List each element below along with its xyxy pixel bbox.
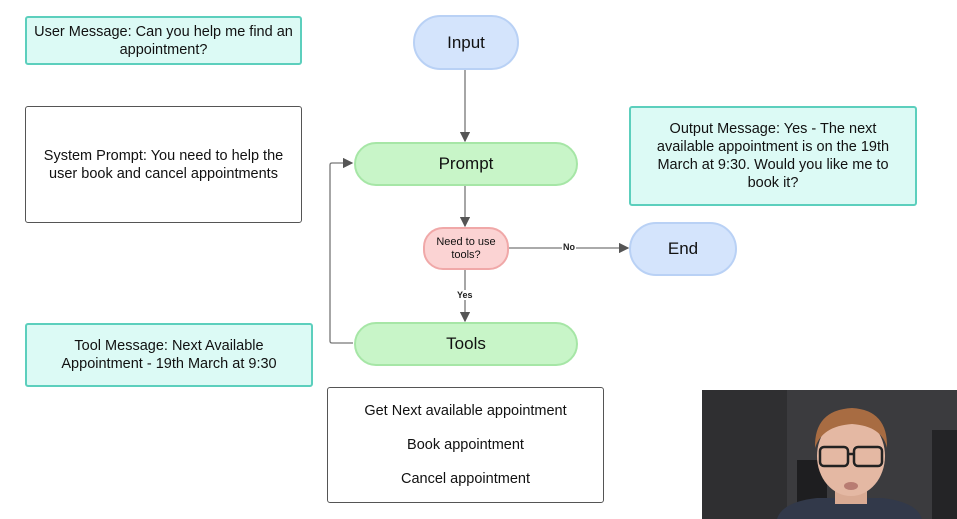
tool-item-get-next: Get Next available appointment xyxy=(364,403,567,419)
tool-item-book: Book appointment xyxy=(407,437,524,453)
output-message-text: Output Message: Yes - The next available… xyxy=(656,121,890,191)
input-node-label: Input xyxy=(447,32,485,52)
system-prompt-text: System Prompt: You need to help the user… xyxy=(43,147,284,182)
user-message-box: User Message: Can you help me find an ap… xyxy=(25,16,302,65)
tool-item-cancel: Cancel appointment xyxy=(401,471,530,487)
output-message-box: Output Message: Yes - The next available… xyxy=(629,106,917,206)
end-node: End xyxy=(629,222,737,276)
edge-tools-to-prompt xyxy=(329,157,354,344)
tools-node-label: Tools xyxy=(446,334,486,353)
yes-edge-label: Yes xyxy=(456,290,474,300)
tools-node: Tools xyxy=(354,322,578,366)
decision-node-label: Need to use tools? xyxy=(436,235,496,261)
system-prompt-box: System Prompt: You need to help the user… xyxy=(25,106,302,223)
webcam-overlay xyxy=(702,390,957,519)
prompt-node: Prompt xyxy=(354,142,578,186)
end-node-label: End xyxy=(667,239,699,258)
input-node: Input xyxy=(413,15,519,70)
no-edge-label: No xyxy=(562,242,576,252)
tool-list: Get Next available appointment Book appo… xyxy=(327,387,604,503)
tool-message-box: Tool Message: Next Available Appointment… xyxy=(25,323,313,387)
prompt-node-label: Prompt xyxy=(438,154,494,173)
user-message-text: User Message: Can you help me find an ap… xyxy=(34,23,293,58)
tool-message-text: Tool Message: Next Available Appointment… xyxy=(61,338,277,372)
presenter-video xyxy=(702,390,957,519)
decision-node: Need to use tools? xyxy=(423,227,509,270)
